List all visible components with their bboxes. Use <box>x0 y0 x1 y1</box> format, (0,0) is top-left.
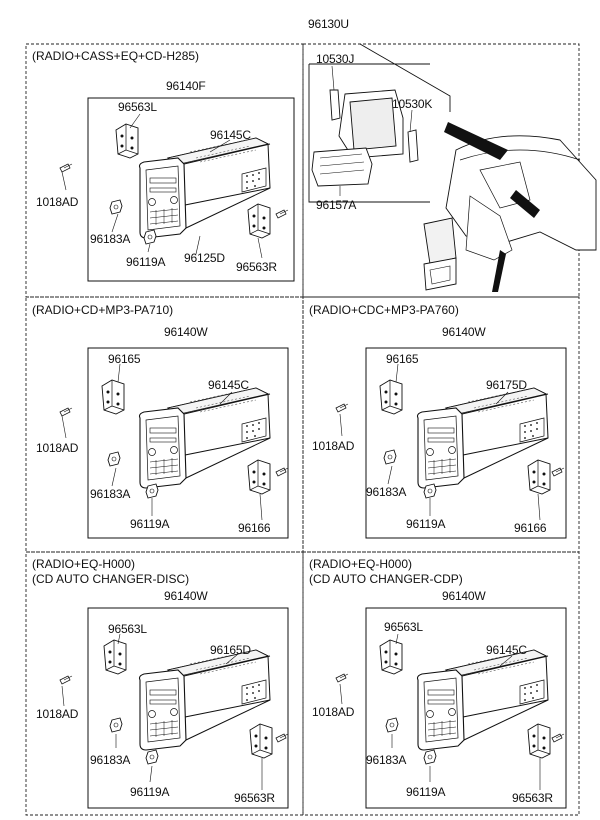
panel-3-knob-a: 96183A <box>366 485 407 499</box>
leaders-3 <box>339 363 541 521</box>
panel-4-header-line-1: (RADIO+EQ-H000) <box>32 557 136 571</box>
leaders-2 <box>61 363 263 521</box>
bracket-left-3 <box>379 379 403 415</box>
dash-switch-panel: 96157A <box>316 198 357 212</box>
panel-4-knob-b: 96119A <box>130 785 170 799</box>
knob-a-4 <box>109 717 123 733</box>
panel-1-cover: 96145C <box>210 128 251 142</box>
panel-2-knob-a: 96183A <box>90 487 131 501</box>
bracket-left-2 <box>101 379 125 415</box>
panel-1-knob-b: 96119A <box>126 255 166 269</box>
panel-5-bracket-right: 96563R <box>512 791 553 805</box>
screw-4 <box>59 675 73 685</box>
panel-4-header-line-2: (CD AUTO CHANGER-DISC) <box>32 572 190 586</box>
panel-5-header-line-2: (CD AUTO CHANGER-CDP) <box>309 572 463 586</box>
knob-b-3 <box>423 483 437 499</box>
panel-3-screw: 1018AD <box>312 439 355 453</box>
panel-2-knob-b: 96119A <box>130 517 170 531</box>
bracket-left-5 <box>379 639 403 675</box>
panel-3-knob-b: 96119A <box>406 517 446 531</box>
panel-2-screw: 1018AD <box>36 441 79 455</box>
top-part-number: 96130U <box>308 17 349 31</box>
bracket-left-4 <box>103 639 127 675</box>
screw-2 <box>59 407 73 417</box>
leaders-5 <box>339 633 541 790</box>
panel-4-screw: 1018AD <box>36 707 79 721</box>
knob-a-1 <box>109 199 123 215</box>
callout-arrow-upper <box>444 122 508 160</box>
knob-b-5 <box>423 749 437 765</box>
panel-1-bracket-left: 96563L <box>118 100 157 114</box>
bracket-left-1 <box>115 123 139 159</box>
panel-2-cover: 96145C <box>208 378 249 392</box>
bracket-right-1 <box>247 203 271 239</box>
panel-2-header: (RADIO+CD+MP3-PA710) <box>32 303 174 317</box>
bracket-right-5 <box>527 723 551 759</box>
panel-3-bracket-left: 96165 <box>386 352 419 366</box>
knob-a-2 <box>107 451 121 467</box>
panel-4-bracket-right: 96563R <box>234 791 275 805</box>
knob-b-2 <box>145 483 159 499</box>
callout-arrow-lower <box>492 250 506 292</box>
bracket-right-4 <box>249 723 273 759</box>
panel-4-assembly: 96140W <box>164 589 208 603</box>
assembly-frames <box>87 97 567 809</box>
panel-5-screw: 1018AD <box>312 705 355 719</box>
panel-3-assembly: 96140W <box>442 325 486 339</box>
panel-2-bracket-left: 96165 <box>108 352 141 366</box>
panel-4-cover: 96165D <box>210 643 251 657</box>
knob-a-5 <box>385 717 399 733</box>
panel-5-knob-a: 96183A <box>366 753 407 767</box>
panel-5-assembly: 96140W <box>442 589 486 603</box>
panel-5-header-line-1: (RADIO+EQ-H000) <box>309 557 413 571</box>
panel-2-bracket-right: 96166 <box>238 521 271 535</box>
panel-3-bracket-right: 96166 <box>514 521 547 535</box>
knob-a-3 <box>383 449 397 465</box>
dash-kit <box>308 43 597 291</box>
panel-3-cover: 96175D <box>486 378 527 392</box>
screw-5 <box>335 673 349 683</box>
bracket-right-2 <box>247 459 271 495</box>
panel-1-bracket-right: 96563R <box>236 260 277 274</box>
panel-1-knob-a: 96183A <box>90 232 131 246</box>
screw-1 <box>59 163 73 173</box>
panel-3-header: (RADIO+CDC+MP3-PA760) <box>309 303 459 317</box>
panel-2-assembly: 96140W <box>164 325 208 339</box>
panel-1-header: (RADIO+CASS+EQ+CD-H285) <box>32 49 200 63</box>
knob-b-1 <box>143 229 157 245</box>
panel-1-assembly: 96140F <box>166 79 206 93</box>
knob-b-4 <box>145 749 159 765</box>
panel-4-knob-a: 96183A <box>90 753 131 767</box>
leaders-kit <box>331 65 413 196</box>
leaders-1 <box>61 113 263 259</box>
panel-4-bracket-left: 96563L <box>108 622 147 636</box>
screw-3 <box>335 403 349 413</box>
panel-5-knob-b: 96119A <box>406 785 446 799</box>
leaders-4 <box>61 633 263 790</box>
dash-left-clip: 10530J <box>316 52 355 66</box>
dash-right-clip: 10530K <box>392 97 433 111</box>
panel-1-screw: 1018AD <box>36 195 79 209</box>
panel-5-cover: 96145C <box>486 643 527 657</box>
panel-5-bracket-left: 96563L <box>384 620 423 634</box>
panel-1-body: 96125D <box>184 251 225 265</box>
bracket-right-3 <box>527 459 551 495</box>
